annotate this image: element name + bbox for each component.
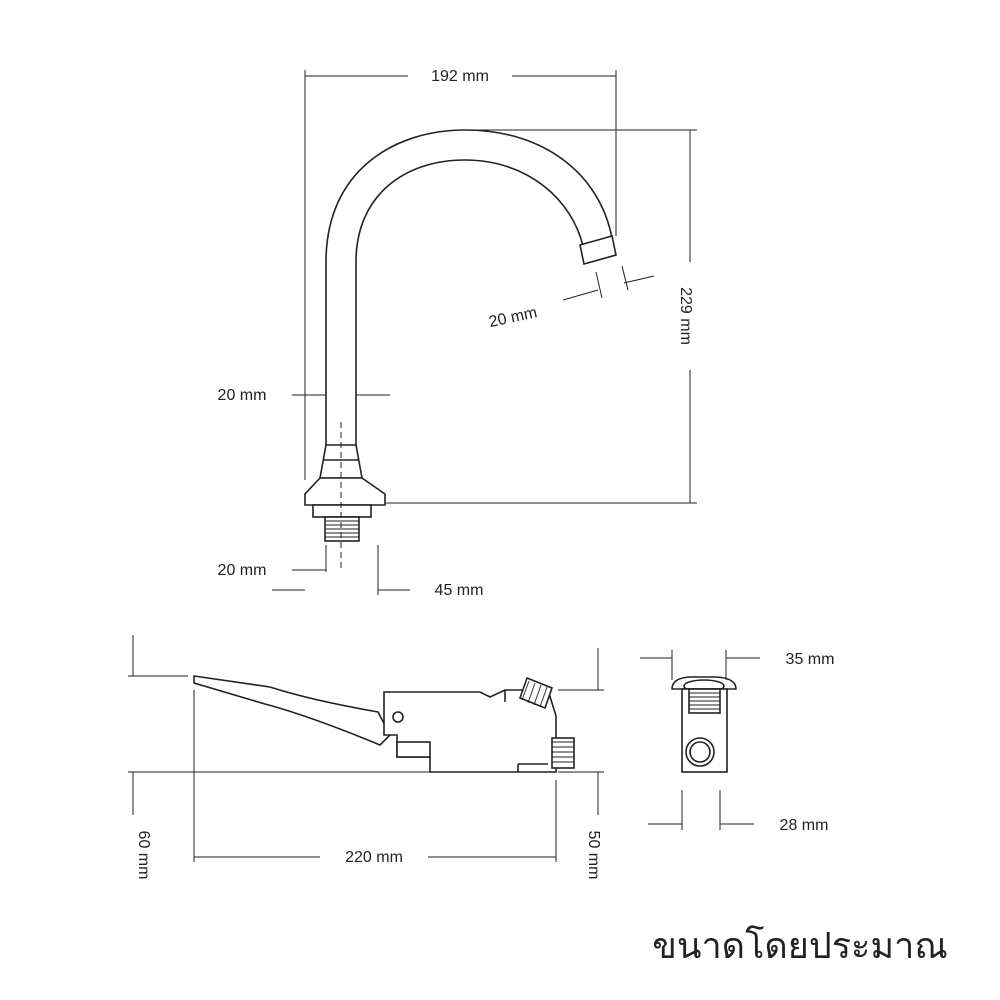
faucet-spout-tip — [579, 234, 617, 266]
pedal-left-height-label: 60 mm — [135, 831, 152, 880]
pedal-top-port — [518, 676, 554, 710]
pedal-right-height-label: 50 mm — [585, 831, 602, 880]
end-view-drawing: 35 mm 28 mm — [640, 650, 834, 834]
pedal-valve-drawing: 220 mm 60 mm 50 mm — [128, 635, 604, 879]
base-width-label: 45 mm — [435, 582, 484, 599]
pedal-length-label: 220 mm — [345, 849, 403, 866]
end-view-flange — [671, 676, 737, 690]
faucet-drawing: 192 mm 229 mm 20 mm 20 mm 20 mm 45 mm — [218, 68, 697, 599]
faucet-base-nut — [312, 504, 372, 518]
faucet-width-label: 192 mm — [431, 68, 489, 85]
faucet-height-label: 229 mm — [677, 287, 694, 345]
pipe-diameter-label: 20 mm — [218, 387, 267, 404]
end-view-top-width-label: 35 mm — [786, 651, 835, 668]
spout-tip-label: 20 mm — [487, 304, 538, 331]
base-thread-label: 20 mm — [218, 562, 267, 579]
pedal-pivot-hole — [392, 711, 404, 723]
faucet-spout-inner — [355, 159, 584, 445]
faucet-base-flange — [304, 477, 386, 506]
end-view-bottom-width-label: 28 mm — [780, 817, 829, 834]
pedal-side-port — [551, 737, 575, 769]
pedal-lever — [193, 675, 391, 746]
faucet-spout-outer — [325, 129, 613, 445]
approximate-size-caption: ขนาดโดยประมาณ — [652, 925, 948, 967]
